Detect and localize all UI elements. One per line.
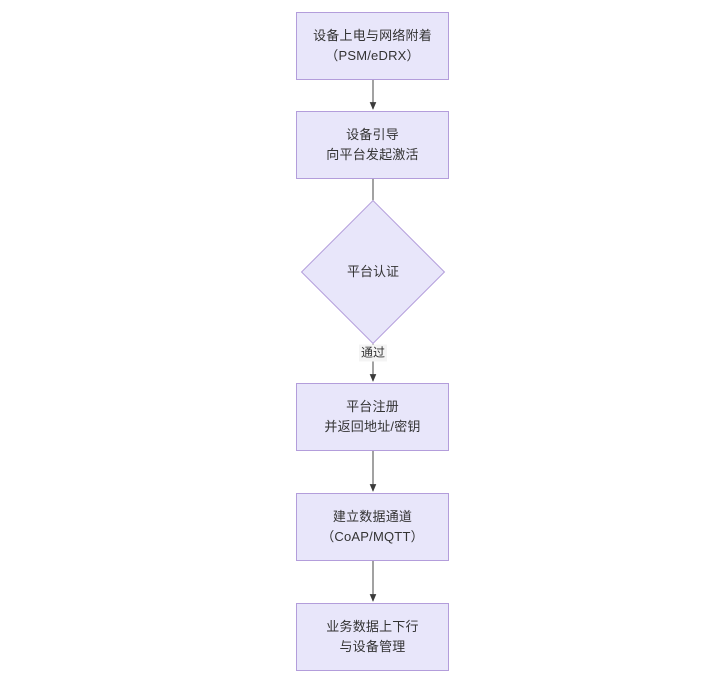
flow-node-device-bootstrap[interactable]: 设备引导 向平台发起激活 [296, 111, 449, 179]
flow-node-platform-authentication[interactable]: 平台认证 [300, 199, 446, 345]
flow-node-device-power-on[interactable]: 设备上电与网络附着 （PSM/eDRX） [296, 12, 449, 80]
flow-node-platform-registration[interactable]: 平台注册 并返回地址/密钥 [296, 383, 449, 451]
edge-label-pass: 通过 [358, 344, 388, 362]
flow-node-establish-data-channel[interactable]: 建立数据通道 （CoAP/MQTT） [296, 493, 449, 561]
flow-node-business-data-and-device-management[interactable]: 业务数据上下行 与设备管理 [296, 603, 449, 671]
flow-node-label: 平台认证 [346, 264, 399, 279]
